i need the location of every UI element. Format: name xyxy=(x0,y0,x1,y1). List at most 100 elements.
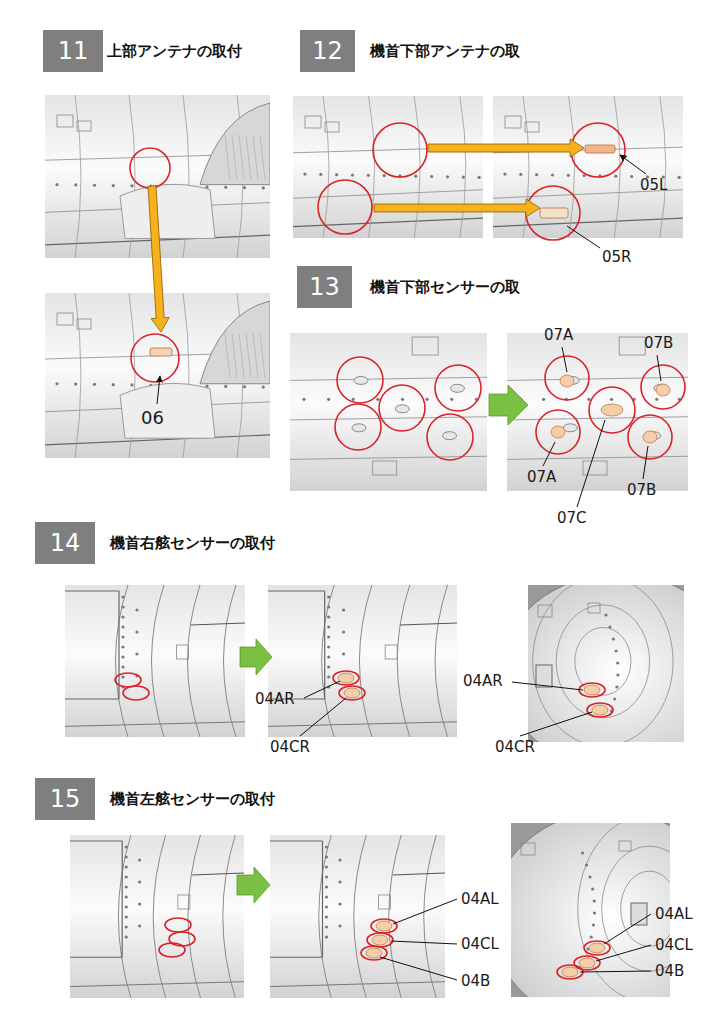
highlight-circle xyxy=(427,414,473,460)
frame-line xyxy=(75,95,81,258)
rivet xyxy=(414,175,417,178)
panel-ground xyxy=(268,585,457,737)
frame-line xyxy=(414,96,420,238)
rivet xyxy=(327,398,330,401)
frame-line xyxy=(323,96,329,238)
rivet xyxy=(338,902,341,905)
model-part xyxy=(376,921,392,931)
hatch xyxy=(385,645,397,659)
part-number: 04AR xyxy=(255,690,295,708)
rivet xyxy=(138,858,141,861)
frame-line xyxy=(223,835,236,998)
rivet xyxy=(615,685,618,688)
highlight-circle xyxy=(641,365,685,409)
highlight-circle xyxy=(526,186,580,240)
rivet xyxy=(55,183,58,186)
rivet xyxy=(519,173,522,176)
panel-line xyxy=(260,135,265,180)
frame-line xyxy=(354,835,367,998)
frame-line xyxy=(116,585,129,737)
highlight-circle xyxy=(536,410,580,454)
rivet xyxy=(302,398,305,401)
frame-line xyxy=(397,585,410,737)
rivet xyxy=(325,845,328,848)
frame-line xyxy=(319,835,332,998)
part-number: 05L xyxy=(640,176,667,194)
part-number: 04B xyxy=(655,962,684,980)
leader-line xyxy=(520,712,592,736)
rivet xyxy=(125,885,128,888)
leader-line xyxy=(643,446,648,479)
frame-line xyxy=(460,96,466,238)
panel-line xyxy=(65,590,119,591)
rivet xyxy=(138,902,141,905)
rivet xyxy=(342,652,345,655)
step-number: 12 xyxy=(300,30,355,72)
highlight-circle xyxy=(335,404,381,450)
highlight-circle xyxy=(339,686,365,700)
rivet xyxy=(535,173,538,176)
rivet xyxy=(74,382,77,385)
panel-line xyxy=(239,333,244,378)
rivet xyxy=(367,174,370,177)
illustration-panel xyxy=(268,585,457,737)
panel-line xyxy=(253,135,258,180)
part-number: 04AR xyxy=(463,672,503,690)
leader-line xyxy=(657,355,661,381)
rivet xyxy=(130,383,133,386)
rivet xyxy=(551,173,554,176)
panel-ground xyxy=(493,96,683,238)
wing-root xyxy=(120,184,215,238)
hatch xyxy=(505,116,521,128)
rivet xyxy=(608,625,611,628)
panel-line xyxy=(70,957,122,958)
strut xyxy=(536,665,552,687)
illustration-panel xyxy=(528,585,684,742)
highlight-circle xyxy=(587,703,613,717)
model-part xyxy=(584,685,600,695)
model-part xyxy=(601,404,623,416)
panel-line xyxy=(246,135,251,180)
model-part xyxy=(366,948,382,958)
rivet xyxy=(303,173,306,176)
panel-ground xyxy=(70,835,244,998)
rivet xyxy=(125,925,128,928)
highlight-circle xyxy=(123,686,149,700)
highlight-circle xyxy=(337,357,383,403)
hatch xyxy=(525,122,539,132)
port xyxy=(563,424,577,432)
rivet xyxy=(135,630,138,633)
panel-line xyxy=(191,623,245,625)
leader-line xyxy=(393,899,457,924)
rivet xyxy=(327,665,330,668)
step-heading: 上部アンテナの取付 xyxy=(107,42,242,61)
frame-line xyxy=(602,846,670,971)
rivet xyxy=(325,905,328,908)
rivet xyxy=(327,615,330,618)
rivet xyxy=(450,398,453,401)
panel-ground xyxy=(65,585,245,737)
panel-line xyxy=(324,591,325,699)
rivet xyxy=(262,385,265,388)
highlight-circle xyxy=(589,387,635,433)
leader-line xyxy=(620,155,646,174)
rivet xyxy=(121,605,124,608)
rivet xyxy=(426,398,429,401)
rivet xyxy=(612,637,615,640)
part-number: 07B xyxy=(644,334,673,352)
rivet xyxy=(585,863,588,866)
highlight-circle xyxy=(574,956,600,970)
rivet xyxy=(592,923,595,926)
illustration-panel xyxy=(493,96,683,238)
rivet xyxy=(610,398,613,401)
frame-line xyxy=(224,585,237,737)
hatch xyxy=(57,115,73,127)
leader-line xyxy=(391,941,457,944)
part-number: 06 xyxy=(141,407,164,428)
panel-line xyxy=(65,698,119,699)
step-arrow xyxy=(237,867,270,903)
panel-line xyxy=(65,722,245,727)
rivet xyxy=(74,183,77,186)
